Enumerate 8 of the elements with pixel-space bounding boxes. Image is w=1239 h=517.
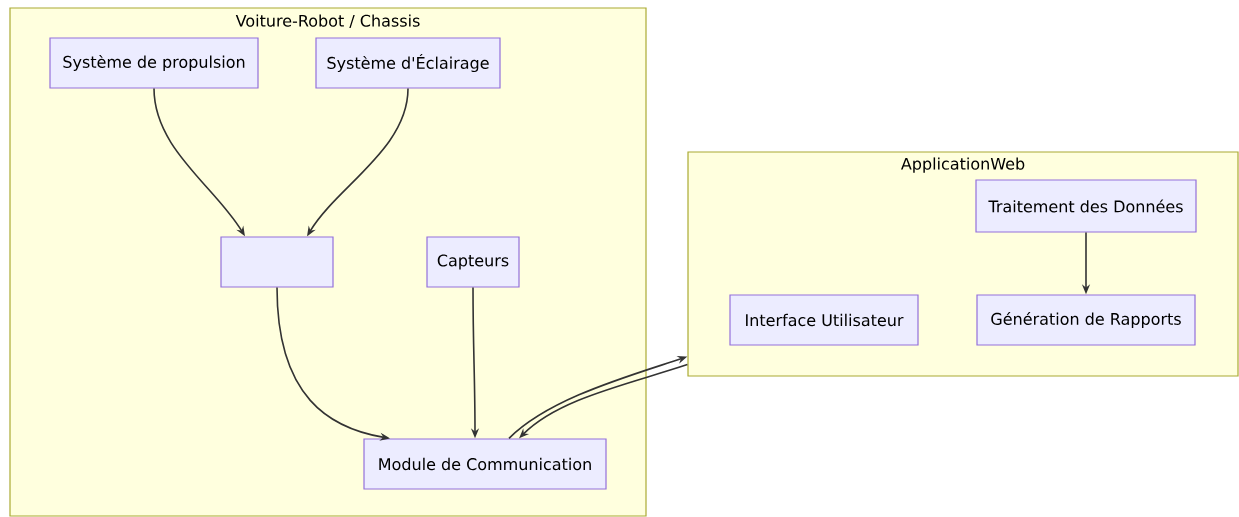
process-box: Génération de Rapports [976, 294, 1196, 346]
process-box: Module de Communication [363, 438, 607, 490]
process-box: Capteurs [426, 236, 520, 288]
process-box: Traitement des Données [975, 179, 1197, 233]
empty-box [220, 236, 334, 288]
process-box: Interface Utilisateur [729, 294, 919, 346]
process-box: Système d'Éclairage [315, 37, 501, 89]
process-box: Système de propulsion [49, 37, 259, 89]
